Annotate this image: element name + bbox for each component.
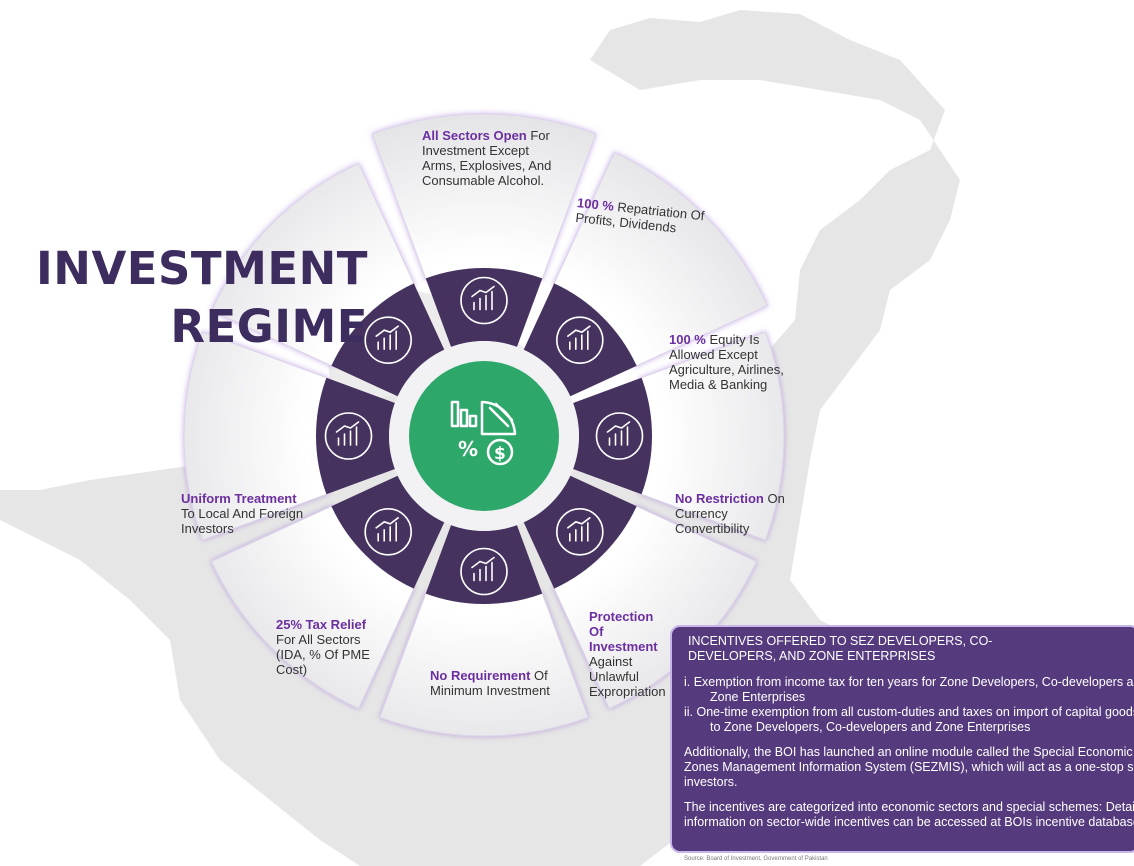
segment-text-uniform: Uniform Treatment To Local And Foreign I… — [181, 491, 309, 536]
segment-body: For Investment Except Arms, Explosives, … — [422, 128, 552, 188]
segment-highlight: 25% Tax Relief — [276, 617, 367, 632]
paragraph-line: information on sector-wide incentives ca… — [684, 815, 1134, 829]
segment-text-currency: No Restriction On Currency Convertibilit… — [675, 491, 787, 536]
band-protection — [425, 525, 543, 605]
segment-text-min-investment: No Requirement Of Minimum Investment — [430, 668, 555, 698]
segment-text-all-sectors: All Sectors Open For Investment Except A… — [422, 128, 557, 188]
house-pie-icon — [595, 412, 644, 460]
categories-paragraph: The incentives are categorized into econ… — [684, 800, 1134, 830]
segment-body: To Local And Foreign Investors — [181, 506, 304, 536]
segment-body: Of Minimum Investment — [430, 668, 550, 698]
segment-icons — [324, 276, 644, 596]
band-all-sectors — [425, 268, 543, 347]
segment-highlight: Protection Of Investment — [589, 609, 658, 654]
segment-highlight: No Restriction — [675, 491, 764, 506]
segment-highlight: No Requirement — [430, 668, 531, 683]
segment-body: Equity Is Allowed Except Agriculture, Ai… — [669, 332, 784, 392]
incentives-panel: INCENTIVES OFFERED TO SEZ DEVELOPERS, CO… — [670, 625, 1134, 853]
center-circle — [409, 361, 559, 511]
band-uniform — [331, 283, 445, 397]
segment-highlight: All Sectors Open — [422, 128, 527, 143]
segment-body: Against Unlawful Expropriation — [589, 654, 666, 699]
growth-chart-icon — [460, 276, 508, 325]
segment-text-tax-relief: 25% Tax Relief For All Sectors (IDA, % O… — [276, 617, 386, 677]
cash-exchange-icon — [556, 508, 604, 556]
segment-protection — [379, 591, 589, 737]
svg-text:$: $ — [494, 444, 506, 464]
incentives-list: i. Exemption from income tax for ten yea… — [684, 675, 1134, 735]
band-equity — [573, 377, 652, 495]
dollar-growth-icon — [556, 316, 604, 364]
band-min-investment — [331, 475, 445, 589]
page-title: INVESTMENT REGIME — [36, 240, 368, 356]
paragraph-line: Additionally, the BOI has launched an on… — [684, 745, 1133, 759]
hand-protection-icon — [460, 547, 508, 596]
paragraph-line: investors. — [684, 775, 738, 789]
list-item: ii. One-time exemption from all custom-d… — [684, 705, 1134, 719]
panel-title: INCENTIVES OFFERED TO SEZ DEVELOPERS, CO… — [688, 634, 993, 663]
title-line-2: REGIME — [170, 300, 368, 353]
paragraph-line: Zones Management Information System (SEZ… — [684, 760, 1134, 774]
band-currency — [523, 475, 637, 589]
report-magnifier-icon — [364, 316, 412, 364]
segment-body: On Currency Convertibility — [675, 491, 785, 536]
list-item: i. Exemption from income tax for ten yea… — [684, 675, 1134, 689]
paragraph-line: The incentives are categorized into econ… — [684, 800, 1134, 814]
segment-text-protection: Protection Of Investment Against Unlawfu… — [589, 609, 669, 699]
sezmis-paragraph: Additionally, the BOI has launched an on… — [684, 745, 1134, 790]
money-chart-icon — [364, 508, 412, 556]
title-line-1: INVESTMENT — [36, 242, 368, 295]
center-finance-icon: % $ — [450, 400, 517, 466]
source-note: Source: Board of Investment, Government … — [684, 856, 828, 862]
segment-body: For All Sectors (IDA, % Of PME Cost) — [276, 632, 370, 677]
segment-text-equity: 100 % Equity Is Allowed Except Agricultu… — [669, 332, 787, 392]
list-item-cont: Zone Enterprises — [710, 690, 806, 704]
outer-segments — [183, 113, 785, 737]
calculator-chart-icon — [324, 412, 373, 460]
band-tax-relief — [316, 377, 395, 495]
band-repatriation — [523, 283, 637, 397]
list-item-cont: to Zone Developers, Co-developers and Zo… — [710, 720, 1031, 734]
segment-highlight: Uniform Treatment — [181, 491, 297, 506]
svg-text:%: % — [458, 437, 478, 461]
segment-highlight: 100 % — [669, 332, 706, 347]
